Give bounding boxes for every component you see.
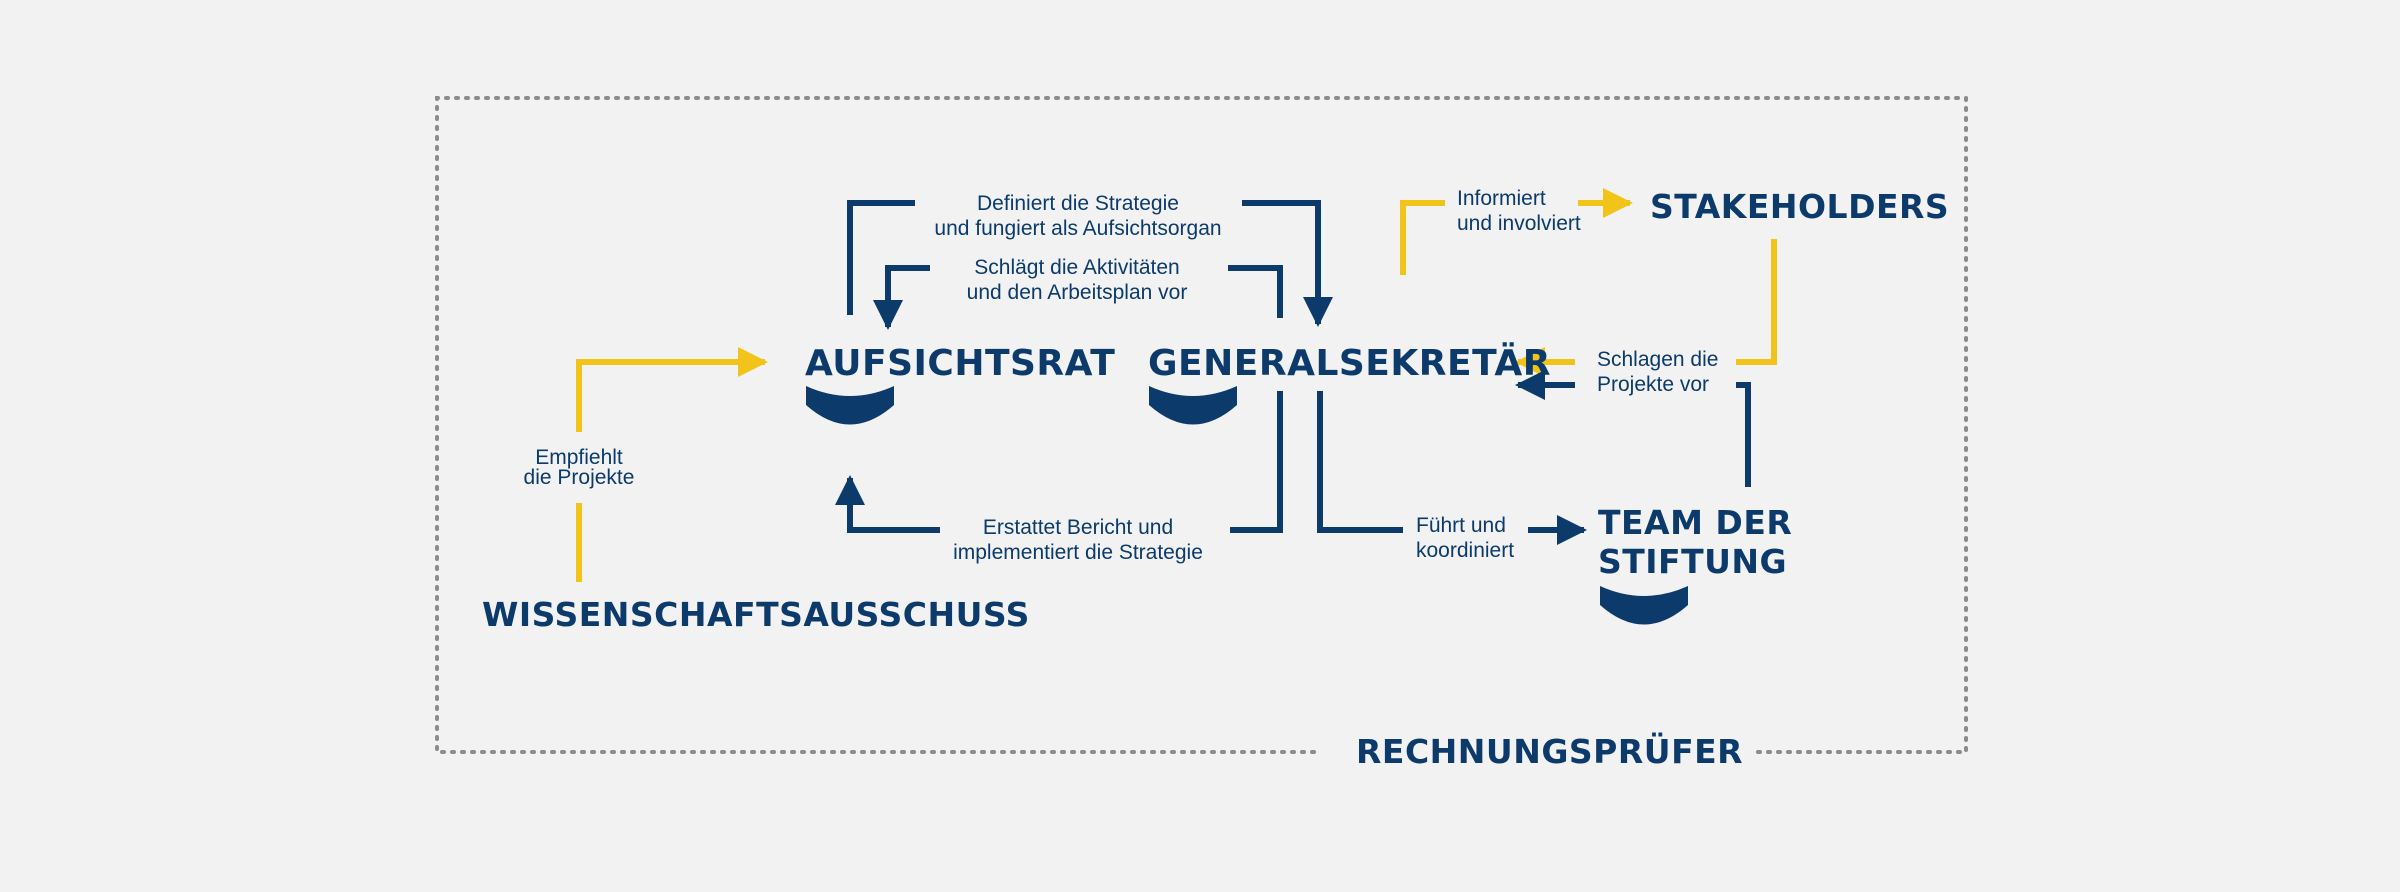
crescent-generalsekretaer: [1149, 386, 1237, 425]
outer-frame: [435, 96, 1968, 754]
arrow-erstattet-bericht: [850, 391, 1283, 533]
label-schlagen-1: Schlagen die: [1597, 348, 1718, 371]
node-team-line1: TEAM DER: [1598, 503, 1792, 542]
label-schlaegt-1: Schlägt die Aktivitäten: [974, 256, 1179, 279]
arrow-empfiehlt-upper: [576, 347, 768, 432]
label-informiert-1: Informiert: [1457, 187, 1546, 210]
node-team-line2: STIFTUNG: [1598, 542, 1787, 581]
label-erstattet-1: Erstattet Bericht und: [983, 516, 1173, 539]
label-fuehrt-1: Führt und: [1416, 514, 1506, 537]
label-schlagen-2: Projekte vor: [1597, 373, 1709, 396]
label-definiert-1: Definiert die Strategie: [977, 192, 1179, 215]
node-rechnungspruefer: RECHNUNGSPRÜFER: [1356, 731, 1743, 771]
arrow-team-projekte: [1518, 385, 1751, 487]
label-empfiehlt-2: die Projekte: [524, 466, 635, 489]
arrow-schlaegt-aktivitaeten: [888, 265, 1283, 327]
arrow-informiert: [1400, 200, 1445, 275]
arrow-fuehrt: [1317, 391, 1403, 533]
node-aufsichtsrat: AUFSICHTSRAT: [805, 343, 1115, 384]
node-wissenschaftsausschuss: WISSENSCHAFTSAUSSCHUSS: [482, 595, 1030, 634]
label-definiert-2: und fungiert als Aufsichtsorgan: [934, 217, 1221, 240]
crescent-aufsichtsrat: [806, 386, 894, 425]
label-erstattet-2: implementiert die Strategie: [953, 541, 1203, 564]
node-generalsekretaer: GENERALSEKRETÄR: [1148, 342, 1551, 384]
node-stakeholders: STAKEHOLDERS: [1650, 187, 1949, 226]
crescent-team: [1600, 586, 1688, 625]
label-schlaegt-2: und den Arbeitsplan vor: [967, 281, 1188, 304]
label-fuehrt-2: koordiniert: [1416, 539, 1514, 562]
label-empfiehlt-1: Empfiehlt: [535, 446, 623, 469]
arrow-definiert-strategie: [847, 200, 1318, 324]
arrow-stakeholders-projekte: [1518, 239, 1777, 362]
label-informiert-2: und involviert: [1457, 212, 1581, 235]
